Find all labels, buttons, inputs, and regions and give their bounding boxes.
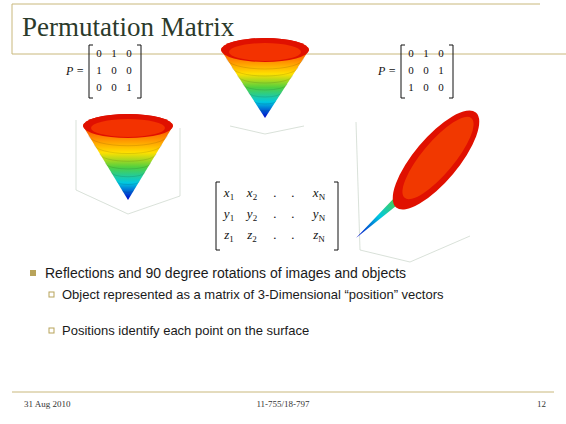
- matrix-cell: 0: [435, 81, 447, 93]
- sub-bullet-text: Object represented as a matrix of 3-Dime…: [62, 287, 532, 303]
- matrix-cell: z2: [243, 227, 261, 244]
- matrix-name: P =: [378, 64, 396, 79]
- matrix-cell: 1: [435, 64, 447, 76]
- matrix-cell: .: [284, 185, 302, 201]
- cone-surface: [221, 38, 309, 118]
- sub-bullet-text: Positions identify each point on the sur…: [62, 323, 532, 339]
- matrix-cell: .: [266, 206, 284, 222]
- footer-date: 31 Aug 2010: [24, 399, 71, 409]
- matrix-cell: 0: [420, 81, 432, 93]
- matrix-cell: 1: [93, 64, 105, 76]
- matrix-cell: 0: [420, 64, 432, 76]
- cone-surface: [83, 114, 173, 200]
- matrix-cell: xN: [310, 185, 328, 202]
- matrix-cell: 0: [123, 47, 135, 59]
- matrix-cell: 1: [420, 47, 432, 59]
- matrix-cell: 0: [123, 64, 135, 76]
- footer-course: 11-755/18-797: [256, 399, 309, 409]
- matrix-cell: zN: [310, 227, 328, 244]
- page-number: 12: [537, 399, 546, 409]
- matrix-cell: yN: [310, 206, 328, 223]
- matrix-cell: 0: [405, 47, 417, 59]
- matrix-cell: 1: [108, 47, 120, 59]
- matrix-cell: 0: [93, 47, 105, 59]
- matrix-cell: 0: [108, 81, 120, 93]
- template-lines: [12, 4, 566, 392]
- matrix-cell: y1: [220, 206, 238, 223]
- matrix-cell: 1: [405, 81, 417, 93]
- matrix-cell: z1: [220, 227, 238, 244]
- matrix-cell: .: [266, 227, 284, 243]
- matrix-name: P =: [66, 64, 84, 79]
- matrix-cell: .: [284, 227, 302, 243]
- matrix-cell: 0: [435, 47, 447, 59]
- cone-surface: [356, 98, 493, 238]
- matrix-cell: 0: [108, 64, 120, 76]
- matrix-cell: x2: [243, 185, 261, 202]
- matrix-cell: 0: [93, 81, 105, 93]
- matrix-cell: x1: [220, 185, 238, 202]
- matrix-cell: .: [284, 206, 302, 222]
- matrix-cell: 0: [405, 64, 417, 76]
- slide-title: Permutation Matrix: [22, 12, 234, 43]
- matrix-cell: .: [266, 185, 284, 201]
- matrix-cell: 1: [123, 81, 135, 93]
- matrix-bracket: [89, 45, 453, 250]
- bullet-text: Reflections and 90 degree rotations of i…: [45, 265, 545, 281]
- matrix-cell: y2: [243, 206, 261, 223]
